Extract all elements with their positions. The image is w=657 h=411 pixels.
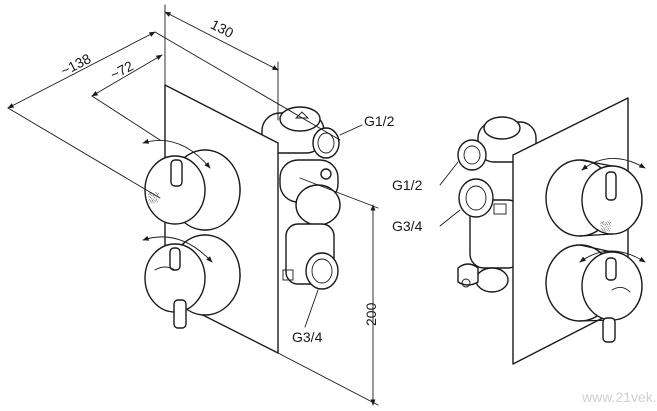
dim-200: 200: [277, 177, 379, 406]
dim-72-label: ~72: [107, 57, 136, 82]
left-upper-handle: ⛆: [142, 138, 241, 231]
right-lower-handle: [545, 244, 646, 343]
left-lower-handle: [142, 234, 241, 329]
dim-138-label: ~138: [58, 50, 94, 79]
right-upper-handle: ⛆: [545, 158, 646, 237]
left-bottom-outlet: [282, 252, 339, 290]
dim-130: 130: [164, 4, 279, 121]
left-g34-label: G3/4: [292, 329, 323, 345]
right-g34-label: G3/4: [392, 218, 423, 234]
right-bottom-outlet: [458, 178, 494, 218]
shower-symbol-icon: ⛆: [148, 190, 159, 206]
right-valve-body: [457, 116, 537, 293]
dim-72: ~72: [91, 54, 163, 141]
right-view: ⛆ G1/2 G3/4: [392, 97, 646, 365]
left-view: ⛆ 130 ~138 ~7: [7, 4, 395, 406]
right-g12-label: G1/2: [392, 177, 423, 193]
left-g12-label: G1/2: [364, 113, 395, 129]
dim-200-label: 200: [363, 302, 379, 326]
watermark-text: www.21vek.by: [581, 389, 657, 405]
dim-130-label: 130: [208, 16, 236, 41]
right-top-outlet: [457, 139, 487, 171]
right-shower-symbol-icon: ⛆: [600, 219, 611, 235]
